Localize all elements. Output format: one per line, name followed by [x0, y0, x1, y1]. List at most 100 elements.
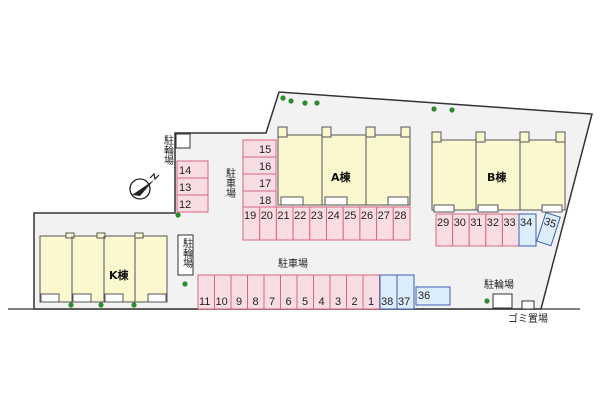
building-a: A棟: [277, 126, 411, 206]
parking-space-36: 36: [415, 286, 451, 306]
parking-space-number: 10: [216, 296, 228, 308]
parking-space-box: [392, 206, 411, 241]
parking-space-6: 6: [280, 274, 298, 310]
tree-icon: [288, 98, 294, 104]
parking-space-number: 31: [470, 217, 482, 229]
garbage-label: ゴミ置場: [508, 312, 548, 325]
parking-space-11: 11: [197, 274, 215, 310]
parking-space-number: 5: [302, 296, 308, 308]
tree-icon: [175, 212, 181, 218]
parking-space-number: 36: [418, 290, 430, 302]
parking-space-number: 24: [328, 210, 340, 222]
building-k: K棟: [39, 232, 168, 303]
parking-space-number: 38: [381, 296, 393, 308]
parking-space-21: 21: [275, 206, 294, 241]
parking-space-16: 16: [242, 156, 277, 175]
parking-space-8: 8: [247, 274, 265, 310]
building-b: B棟: [431, 131, 566, 213]
bike-parking-top: [175, 133, 191, 149]
parking-space-box: [176, 194, 209, 213]
parking-space-number: 2: [352, 296, 358, 308]
tree-icon: [484, 298, 490, 304]
tree-icon: [98, 302, 104, 308]
parking-space-number: 9: [236, 296, 242, 308]
parking-space-number: 4: [319, 296, 325, 308]
parking-space-5: 5: [296, 274, 314, 310]
parking-space-26: 26: [359, 206, 378, 241]
parking-space-15: 15: [242, 139, 277, 158]
parking-space-7: 7: [263, 274, 281, 310]
parking-space-28: 28: [392, 206, 411, 241]
bike-parking-mid: [177, 234, 194, 276]
parking-space-24: 24: [326, 206, 344, 241]
parking-space-number: 32: [487, 217, 499, 229]
parking-space-number: 13: [179, 182, 191, 194]
parking-space-number: 37: [398, 296, 410, 308]
tree-icon: [280, 95, 286, 101]
parking-space-number: 15: [259, 144, 271, 156]
parking-space-1: 1: [362, 274, 380, 310]
parking-space-number: 16: [259, 161, 271, 173]
parking-space-3: 3: [329, 274, 347, 310]
tree-icon: [449, 107, 455, 113]
parking-space-number: 11: [199, 296, 210, 308]
parking-space-33: 33: [501, 213, 520, 247]
parking-vertical-label: 駐車場: [224, 167, 236, 199]
building-a-label: A棟: [331, 170, 352, 184]
parking-space-34: 34: [518, 213, 537, 247]
bike-parking-right-label: 駐輪場: [484, 278, 514, 291]
parking-space-27: 27: [376, 206, 394, 241]
parking-space-number: 29: [437, 217, 449, 229]
trees: [68, 95, 490, 308]
parking-space-number: 33: [503, 217, 515, 229]
parking-space-20: 20: [259, 206, 277, 241]
parking-space-32: 32: [485, 213, 503, 247]
parking-space-25: 25: [342, 206, 361, 241]
parking-space-4: 4: [313, 274, 331, 310]
parking-space-10: 10: [214, 274, 232, 310]
parking-space-19: 19: [242, 206, 261, 241]
tree-icon: [68, 302, 74, 308]
parking-space-number: 19: [244, 210, 256, 222]
parking-label: 駐車場: [278, 257, 308, 270]
tree-icon: [182, 281, 188, 287]
tree-icon: [431, 106, 437, 112]
parking-space-number: 20: [261, 210, 273, 222]
parking-space-number: 26: [361, 210, 373, 222]
parking-space-14: 14: [176, 160, 209, 179]
parking-space-number: 14: [179, 165, 191, 177]
parking-space-number: 35: [542, 216, 557, 231]
parking-space-number: 1: [368, 296, 374, 308]
parking-space-31: 31: [468, 213, 487, 247]
parking-space-22: 22: [292, 206, 311, 241]
bike-parking-mid-label: 駐輪場: [181, 237, 193, 269]
parking-space-number: 8: [253, 296, 259, 308]
parking-space-box: [518, 213, 537, 247]
parking-space-number: 28: [394, 210, 406, 222]
parking-space-number: 18: [259, 195, 271, 207]
parking-space-number: 27: [378, 210, 390, 222]
garbage-area: [521, 300, 535, 310]
parking-space-number: 12: [179, 199, 191, 211]
parking-space-number: 7: [269, 296, 275, 308]
parking-space-12: 12: [176, 194, 209, 213]
parking-space-number: 21: [277, 210, 289, 222]
parking-space-number: 6: [286, 296, 292, 308]
bike-parking-top-label: 駐輪場: [162, 134, 174, 166]
parking-space-number: 17: [259, 178, 271, 190]
parking-space-number: 23: [311, 210, 323, 222]
parking-space-35: 35: [536, 211, 561, 247]
tree-icon: [314, 100, 320, 106]
parking-space-number: 22: [294, 210, 306, 222]
building-b-label: B棟: [487, 170, 507, 184]
parking-space-box: [396, 274, 415, 310]
parking-space-number: 30: [454, 217, 466, 229]
building-k-label: K棟: [109, 268, 130, 282]
parking-space-number: 3: [335, 296, 341, 308]
parking-space-13: 13: [176, 177, 209, 196]
parking-space-23: 23: [309, 206, 327, 241]
parking-space-2: 2: [346, 274, 364, 310]
parking-space-9: 9: [230, 274, 248, 310]
north-compass-icon: [129, 172, 160, 200]
